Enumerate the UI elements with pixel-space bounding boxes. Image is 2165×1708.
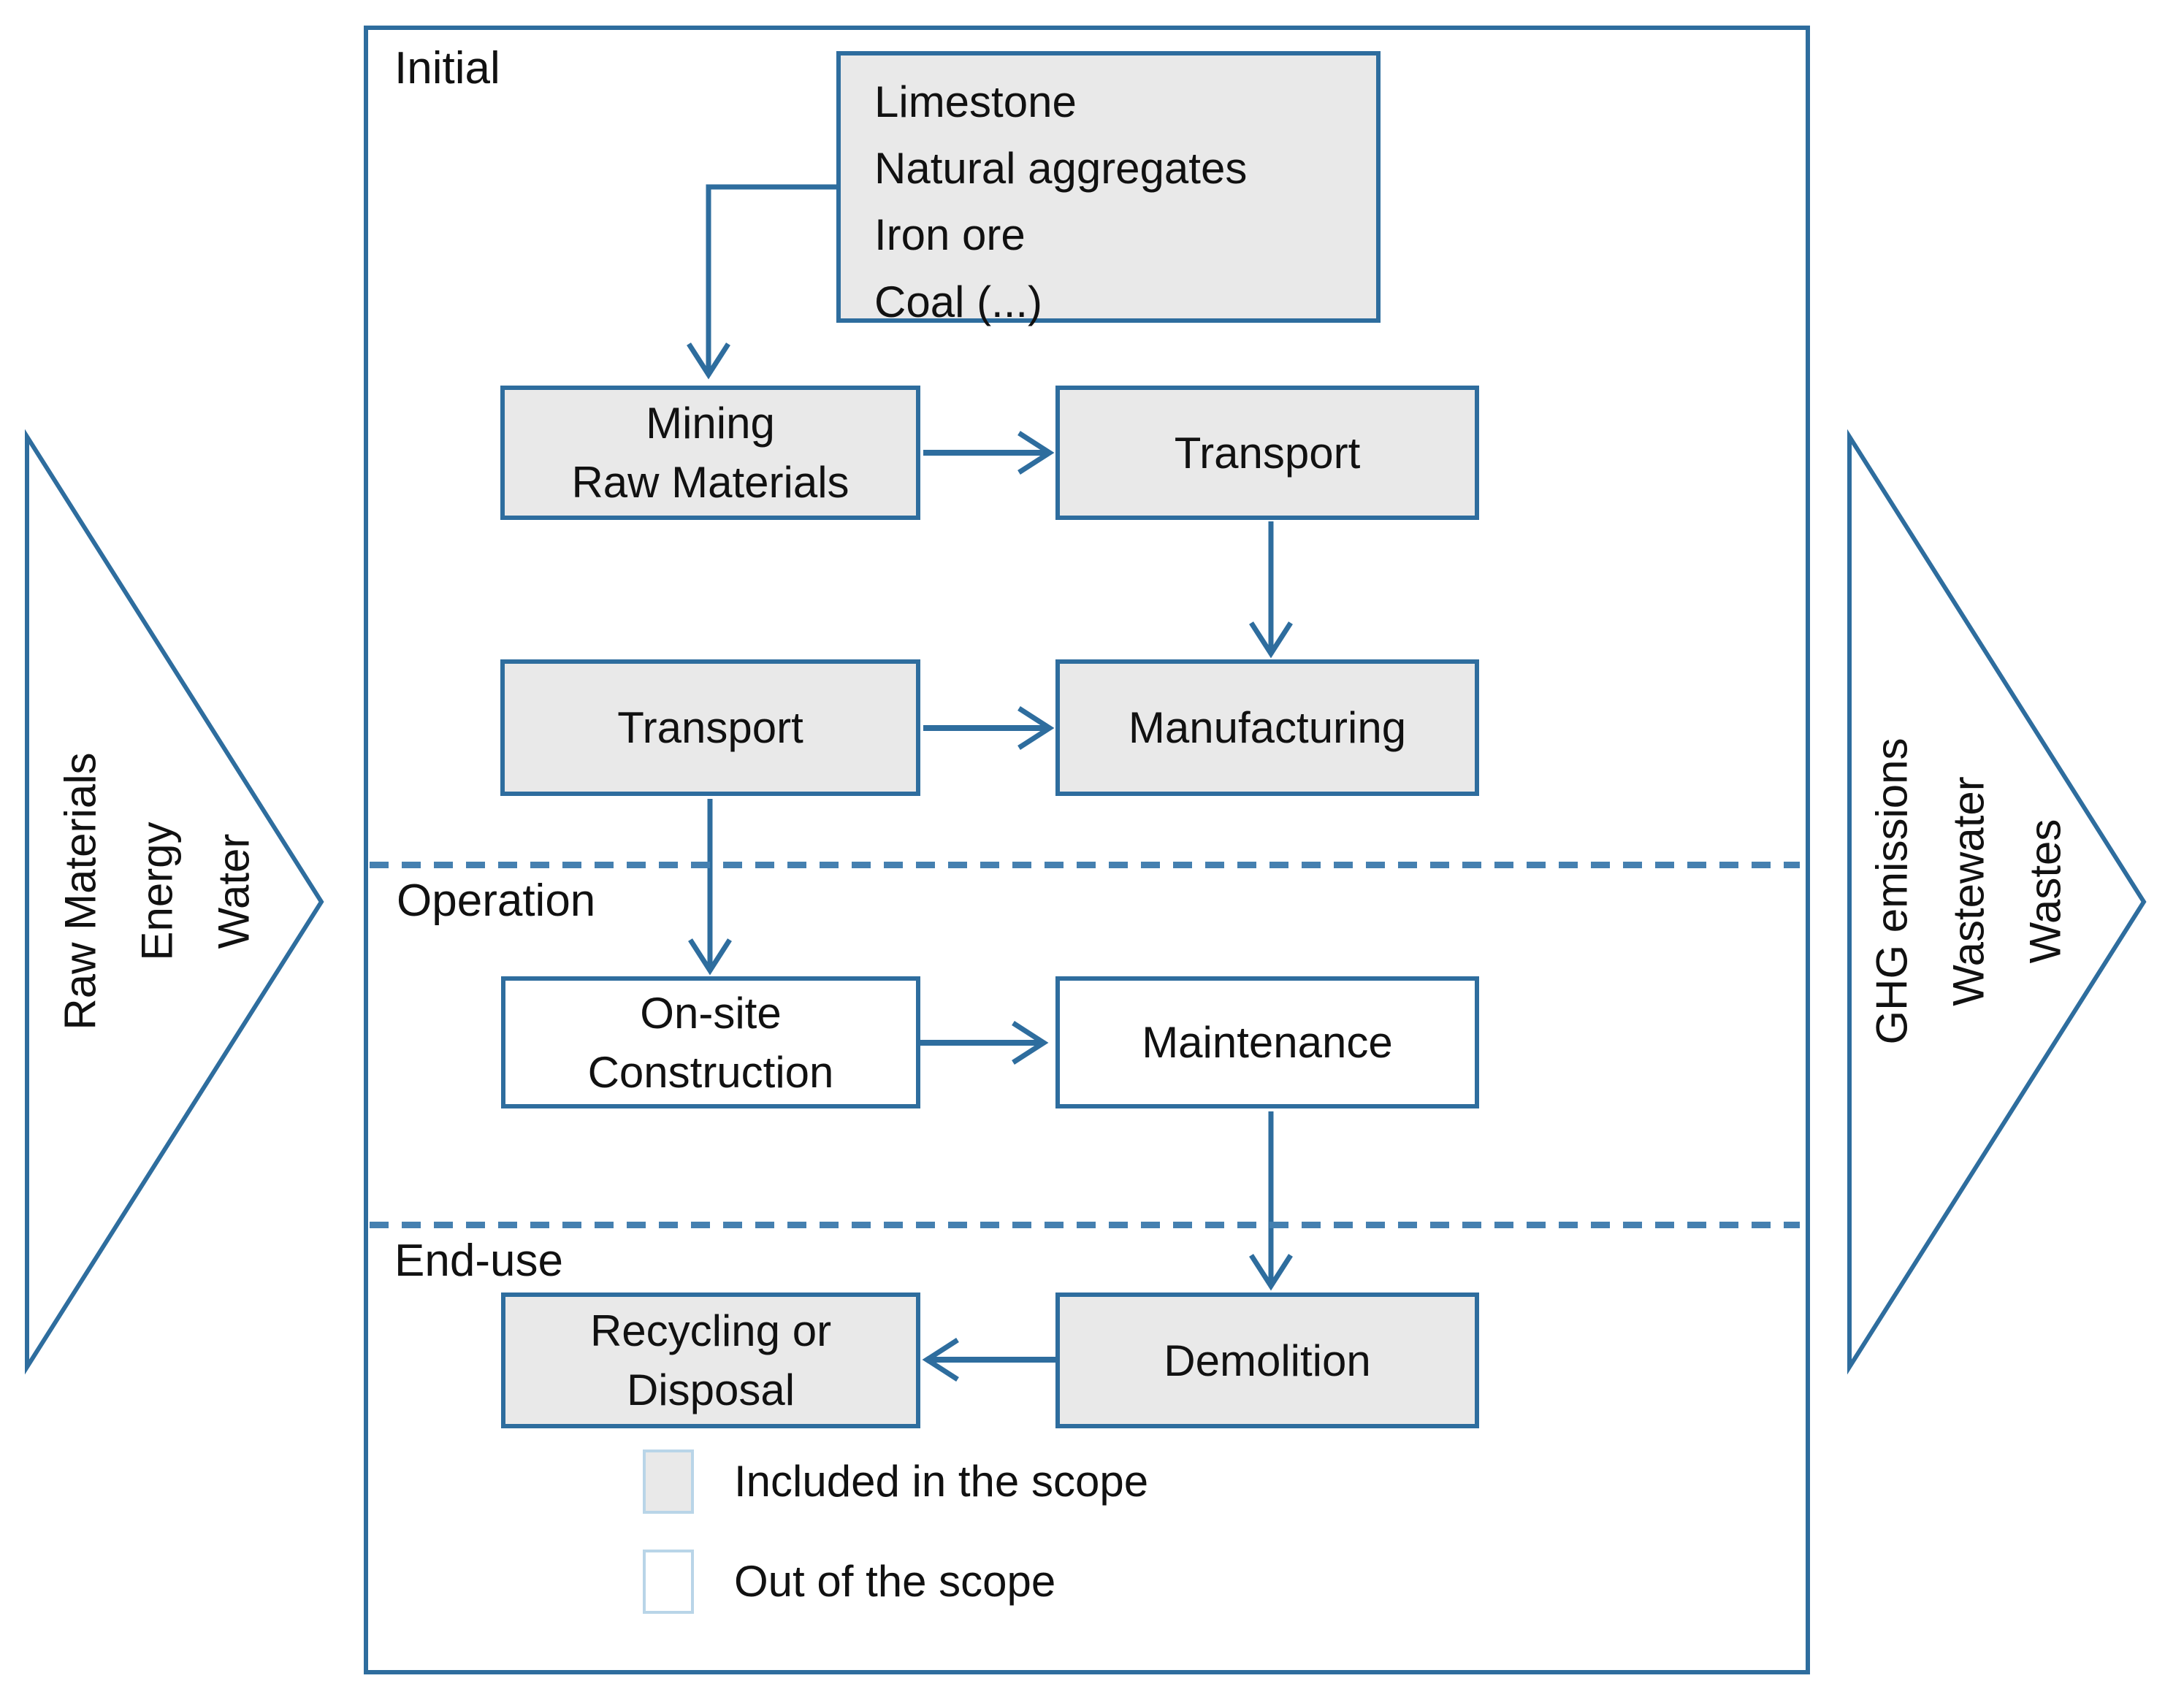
outputs-triangle-label: GHG emissions Wastewater Wastes — [1867, 738, 2070, 1045]
legend-swatch-out — [643, 1550, 694, 1614]
separator-initial-operation — [370, 862, 1800, 868]
inputs-triangle-label: Raw Materials Energy Water — [56, 752, 259, 1030]
box-transport-1: Transport — [1055, 386, 1479, 520]
arrow-materials-to-mining — [687, 184, 836, 380]
separator-operation-enduse — [370, 1222, 1800, 1228]
legend-label-out: Out of the scope — [734, 1557, 1056, 1606]
box-onsite-construction: On-site Construction — [501, 976, 920, 1108]
outputs-triangle — [1847, 429, 2147, 1375]
box-demolition: Demolition — [1055, 1293, 1479, 1428]
inputs-triangle — [25, 429, 324, 1375]
box-maintenance: Maintenance — [1055, 976, 1479, 1108]
box-recycling-disposal: Recycling or Disposal — [501, 1293, 920, 1428]
section-label-end-use: End-use — [394, 1236, 563, 1286]
box-transport-2: Transport — [500, 659, 920, 796]
legend-label-included: Included in the scope — [734, 1457, 1149, 1506]
box-raw-materials-list: Limestone Natural aggregates Iron ore Co… — [836, 51, 1381, 326]
section-label-operation: Operation — [397, 876, 596, 926]
legend-swatch-included — [643, 1449, 694, 1514]
box-mining-raw-materials: Mining Raw Materials — [500, 386, 920, 520]
section-label-initial: Initial — [394, 43, 500, 93]
box-manufacturing: Manufacturing — [1055, 659, 1479, 796]
scope-frame — [364, 26, 1810, 1674]
